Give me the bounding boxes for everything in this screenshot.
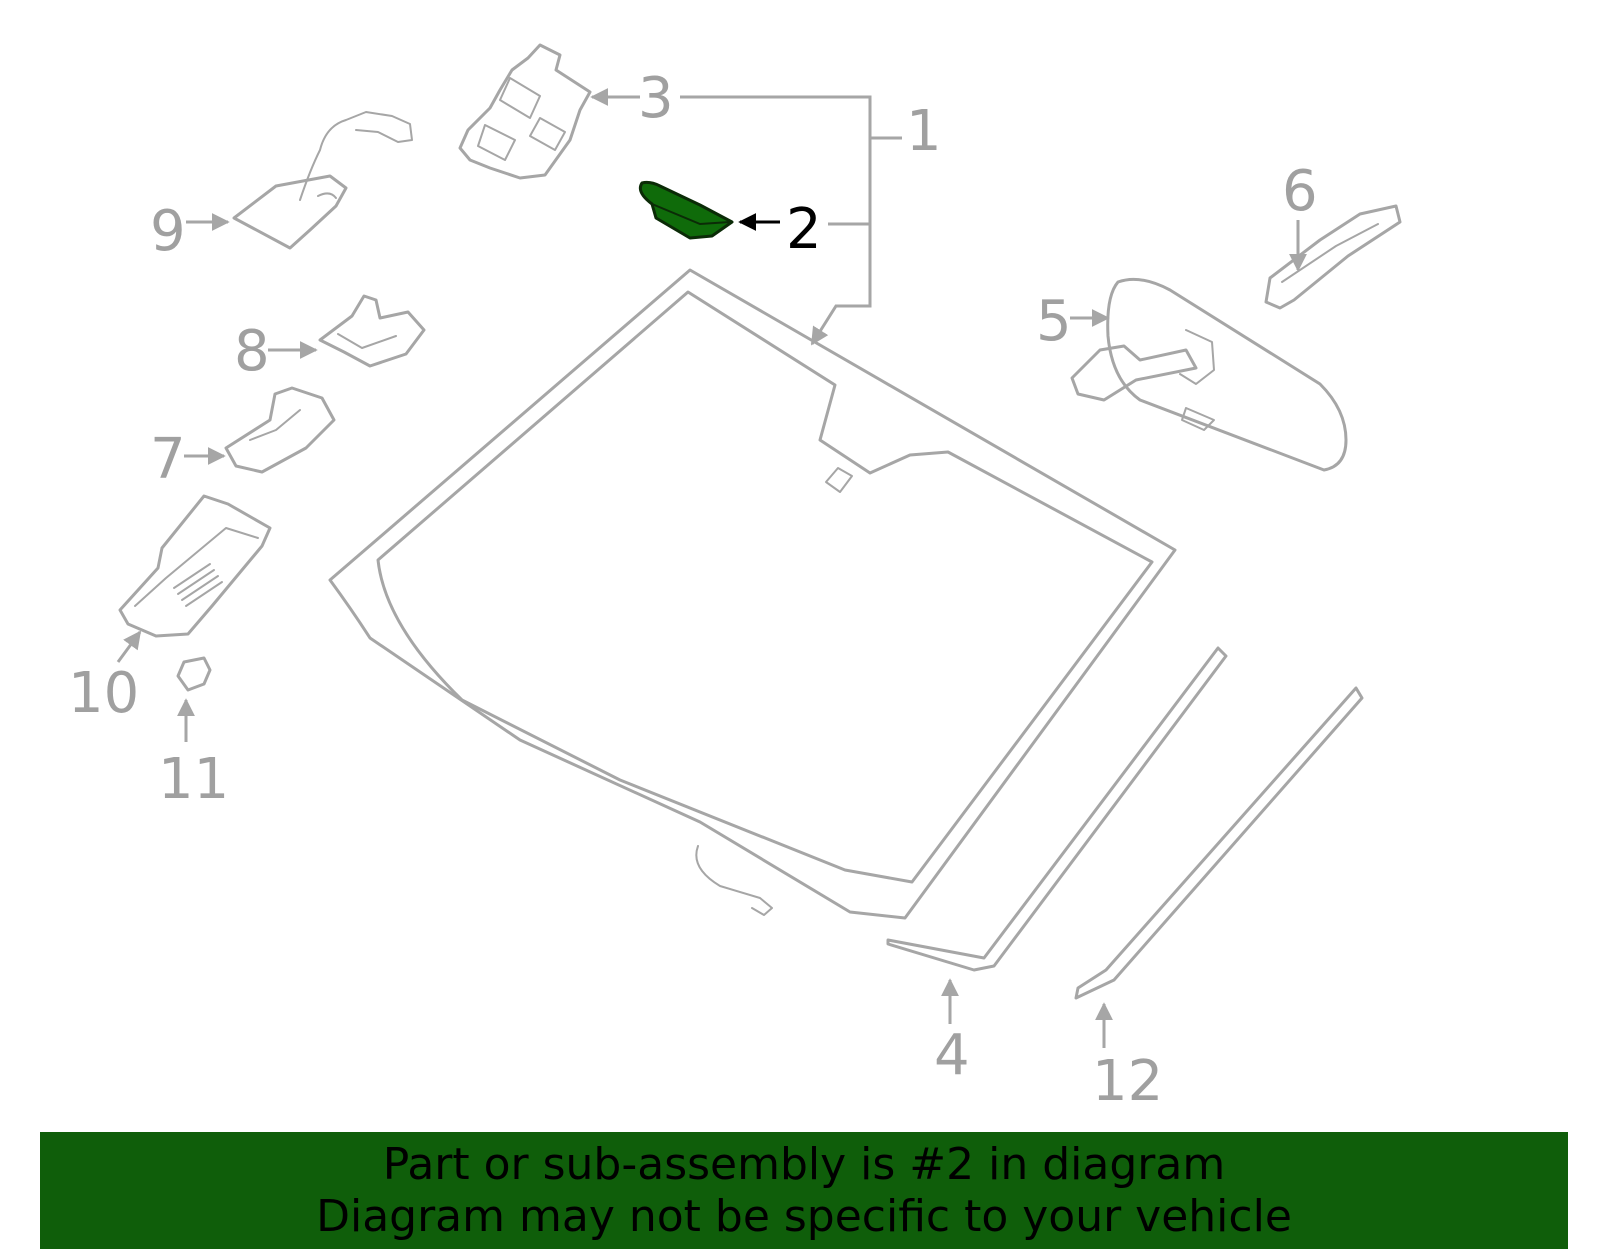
molding-part-4[interactable]: [886, 646, 1228, 972]
banner-line-2: Diagram may not be specific to your vehi…: [316, 1190, 1292, 1242]
callout-10: 10: [68, 661, 139, 726]
clip-part-11[interactable]: [176, 656, 212, 692]
sensor-harness-part-9[interactable]: [232, 111, 413, 250]
callout-9: 9: [150, 199, 186, 264]
rain-sensor-cover-part[interactable]: [638, 180, 734, 240]
info-banner: Part or sub-assembly is #2 in diagram Di…: [40, 1132, 1568, 1249]
callout-6: 6: [1282, 159, 1318, 224]
leader-lines: [116, 88, 1307, 1048]
rearview-mirror-part-5[interactable]: [1070, 277, 1348, 472]
callout-1: 1: [906, 99, 942, 164]
callout-2: 2: [786, 197, 822, 262]
housing-part-10[interactable]: [118, 494, 272, 638]
callout-7: 7: [150, 427, 186, 492]
callout-11: 11: [158, 747, 229, 812]
callout-4: 4: [934, 1023, 970, 1088]
callout-3: 3: [638, 66, 674, 131]
bracket-part-8[interactable]: [318, 294, 426, 368]
bracket-part-3[interactable]: [458, 43, 592, 180]
molding-part-12[interactable]: [1074, 686, 1364, 1000]
banner-line-1: Part or sub-assembly is #2 in diagram: [382, 1138, 1226, 1190]
callout-12: 12: [1092, 1049, 1163, 1114]
cover-part-7[interactable]: [224, 386, 336, 474]
callout-5: 5: [1036, 289, 1072, 354]
callout-8: 8: [234, 319, 270, 384]
windshield-part[interactable]: [328, 268, 1177, 920]
